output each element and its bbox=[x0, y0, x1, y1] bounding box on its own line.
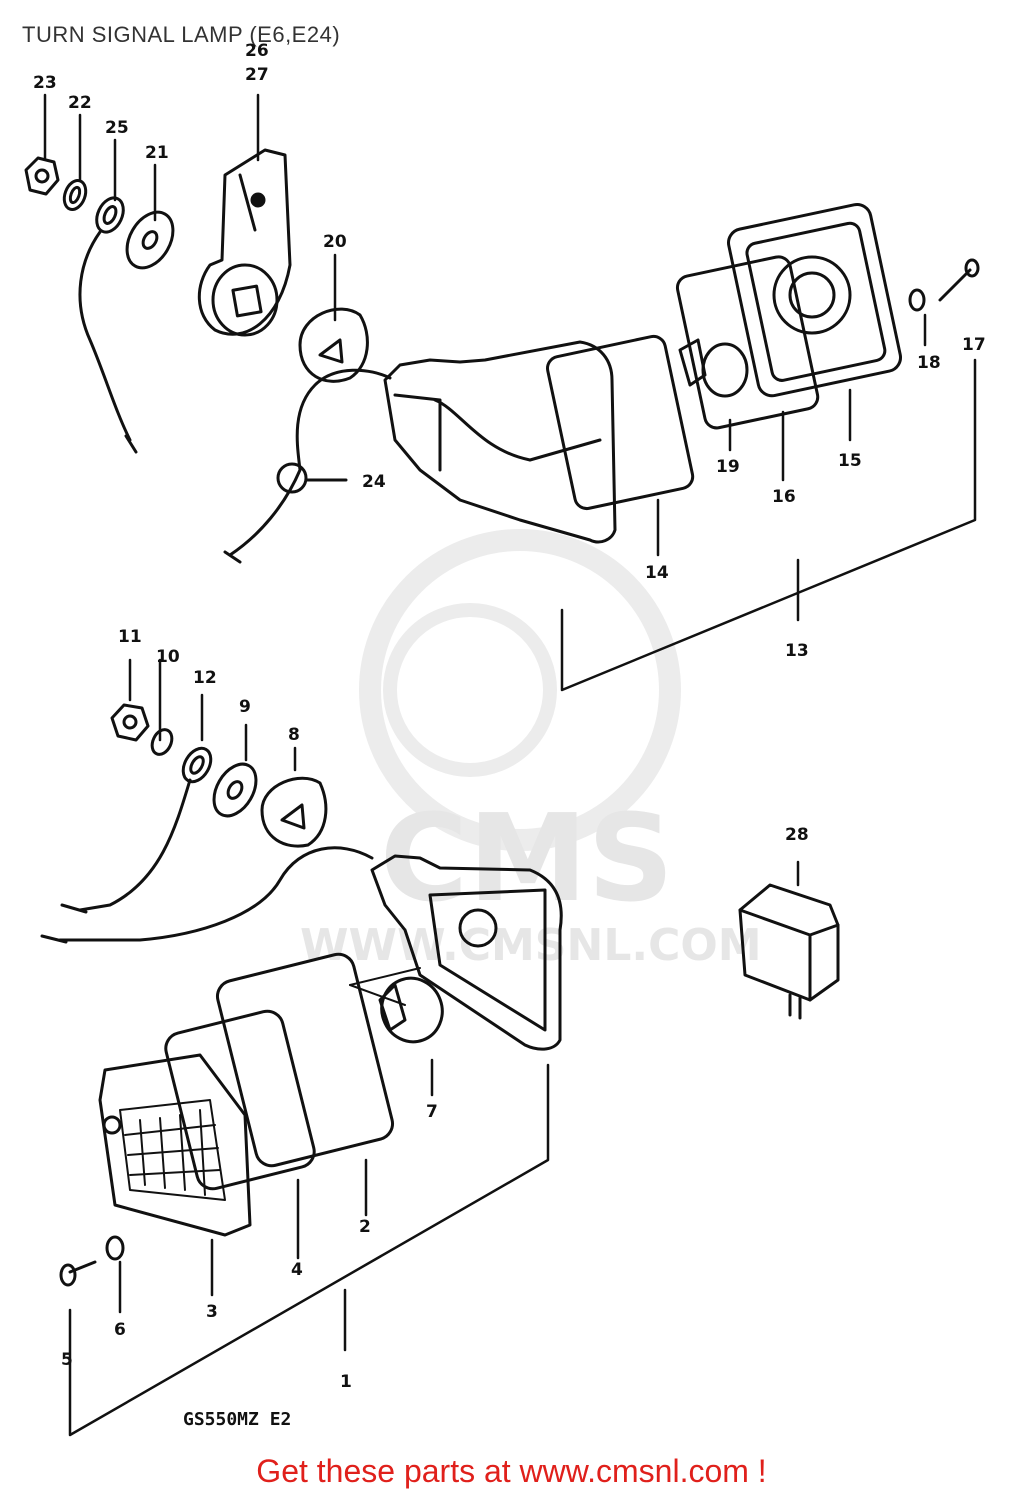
parts-promo-link[interactable]: Get these parts at www.cmsnl.com ! bbox=[256, 1453, 767, 1489]
assembly-bracket-1 bbox=[43, 93, 800, 1437]
screw-part-17 bbox=[938, 258, 980, 302]
washer-part-6 bbox=[105, 1235, 125, 1261]
callout-21: 21 bbox=[145, 143, 169, 163]
callout-17: 17 bbox=[962, 335, 986, 355]
wiring-bottom bbox=[58, 846, 374, 942]
callout-12: 12 bbox=[193, 668, 217, 688]
callout-2: 2 bbox=[359, 1217, 371, 1237]
lamp-housing-top bbox=[383, 340, 617, 544]
nut-part-23 bbox=[24, 156, 60, 196]
watermark-url: WWW.CMSNL.COM bbox=[300, 920, 762, 971]
callout-3: 3 bbox=[206, 1302, 218, 1322]
assembly-bracket-13 bbox=[560, 313, 977, 692]
model-code: GS550MZ E2 bbox=[183, 1409, 291, 1430]
lamp-housing-bottom bbox=[370, 854, 563, 1051]
grommet-part-20 bbox=[298, 307, 369, 383]
callout-14: 14 bbox=[645, 563, 669, 583]
callout-25: 25 bbox=[105, 118, 129, 138]
ground-lead-part-25 bbox=[78, 196, 138, 454]
callout-6: 6 bbox=[114, 1320, 126, 1340]
callout-28: 28 bbox=[785, 825, 809, 845]
washer-part-21 bbox=[125, 210, 175, 270]
callout-23: 23 bbox=[33, 73, 57, 93]
ground-lead-part-12 bbox=[60, 746, 213, 914]
cms-watermark: CMS WWW.CMSNL.COM bbox=[300, 529, 762, 971]
callout-13: 13 bbox=[785, 641, 809, 661]
lock-washer-part-22 bbox=[62, 178, 88, 212]
gasket-part-16 bbox=[675, 255, 820, 430]
callout-5: 5 bbox=[61, 1350, 73, 1370]
wiring-top bbox=[228, 368, 392, 557]
callout-9: 9 bbox=[239, 697, 251, 717]
gasket-part-14 bbox=[546, 334, 695, 511]
washer-part-18 bbox=[908, 288, 926, 312]
callout-7: 7 bbox=[426, 1102, 438, 1122]
callout-22: 22 bbox=[68, 93, 92, 113]
callout-16: 16 bbox=[772, 487, 796, 507]
diagram-title: TURN SIGNAL LAMP (E6,E24) bbox=[22, 22, 341, 47]
wire-grommet-part-24 bbox=[276, 462, 348, 494]
gasket-part-2 bbox=[215, 952, 395, 1168]
relay-part-28 bbox=[738, 883, 840, 1020]
lens-part-3 bbox=[98, 1053, 252, 1237]
callout-19: 19 bbox=[716, 457, 740, 477]
callout-18: 18 bbox=[917, 353, 941, 373]
callout-11: 11 bbox=[118, 627, 142, 647]
watermark-brand: CMS bbox=[380, 790, 674, 929]
lens-part-15 bbox=[727, 202, 902, 398]
bulb-part-19 bbox=[678, 338, 749, 398]
nut-part-11 bbox=[110, 703, 150, 742]
callout-24: 24 bbox=[362, 472, 386, 492]
callout-labels: 23 22 25 21 26 27 20 24 14 19 16 15 18 1… bbox=[33, 41, 986, 1430]
callout-27: 27 bbox=[245, 65, 269, 85]
callout-20: 20 bbox=[323, 232, 347, 252]
washer-part-9 bbox=[212, 762, 258, 818]
callout-1: 1 bbox=[340, 1372, 352, 1392]
callout-4: 4 bbox=[291, 1260, 303, 1280]
grommet-part-8 bbox=[260, 776, 328, 848]
gasket-part-4 bbox=[164, 1009, 316, 1191]
screw-part-5 bbox=[59, 1260, 97, 1287]
callout-26: 26 bbox=[245, 41, 269, 61]
bracket-part-26-27 bbox=[197, 148, 292, 337]
lock-washer-part-10 bbox=[150, 728, 174, 756]
callout-10: 10 bbox=[156, 647, 180, 667]
callout-8: 8 bbox=[288, 725, 300, 745]
callout-15: 15 bbox=[838, 451, 862, 471]
